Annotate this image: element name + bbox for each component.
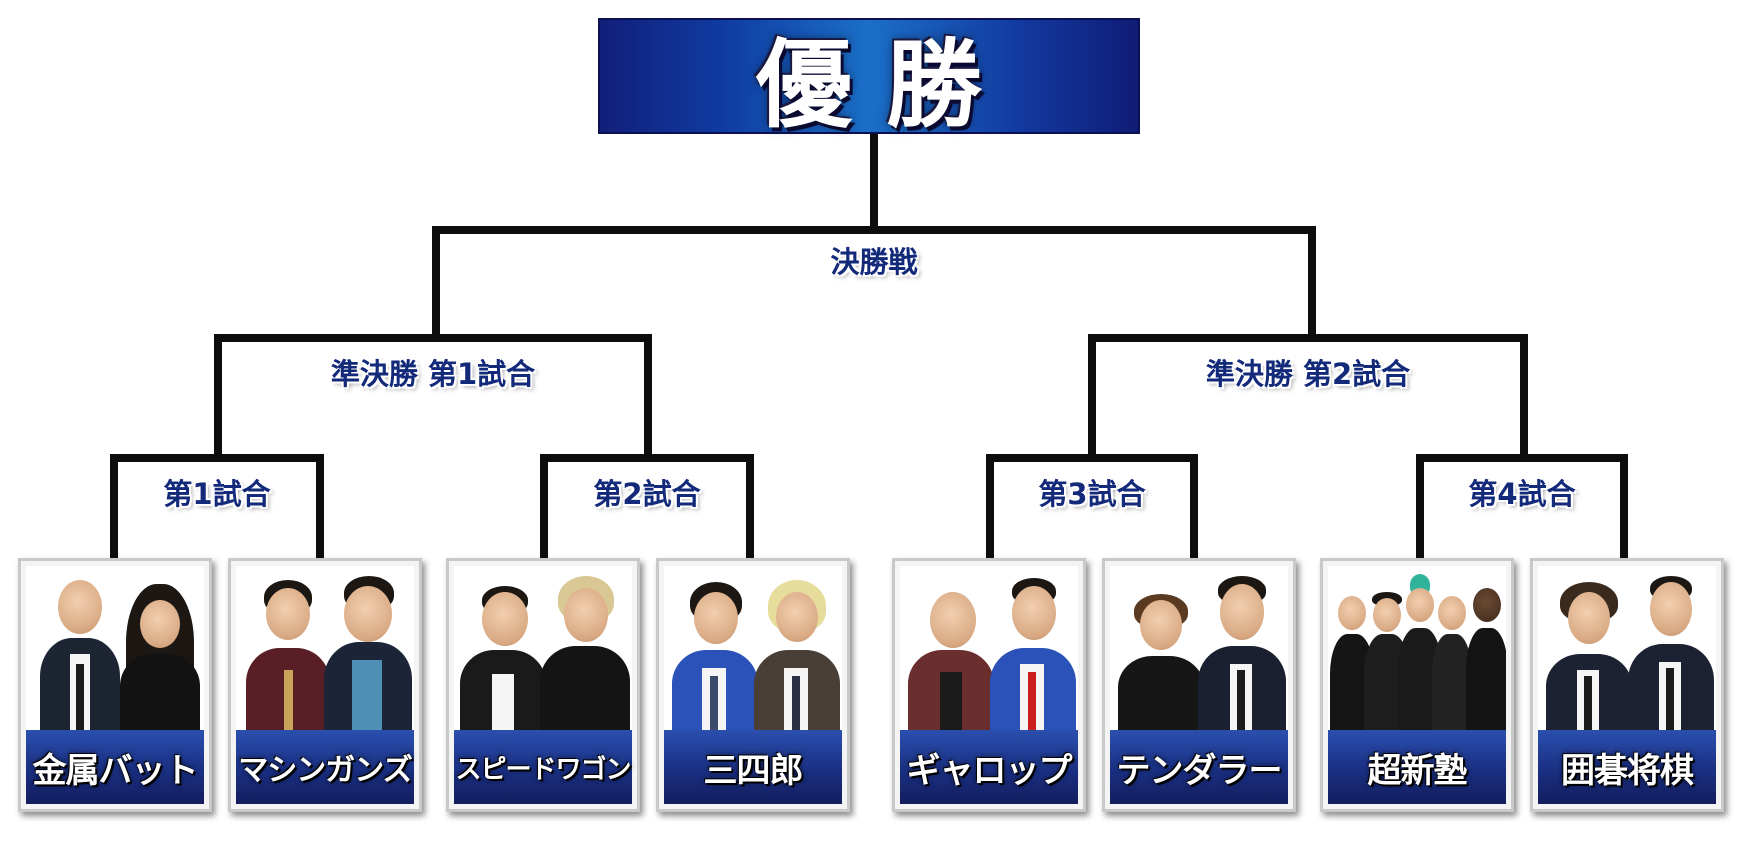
team-card-kinzoku-bat[interactable]: 金属バット: [18, 558, 212, 812]
semi2-label: 準決勝 第2試合: [1195, 354, 1421, 394]
team-photo: [1328, 566, 1506, 734]
team-name: スピードワゴン: [454, 730, 632, 804]
team-card-choshinjuku[interactable]: 超新塾: [1320, 558, 1514, 812]
member-photo: [118, 566, 202, 734]
team-card-igoshogi[interactable]: 囲碁将棋: [1530, 558, 1724, 812]
member-photo: [1466, 566, 1506, 734]
team-photo: [26, 566, 204, 734]
member-photo: [1546, 566, 1632, 734]
team-card-speedwagon[interactable]: スピードワゴン: [446, 558, 640, 812]
team-photo: [1538, 566, 1716, 734]
team-card-machineguns[interactable]: マシンガンズ: [228, 558, 422, 812]
team-name: ギャロップ: [900, 730, 1078, 804]
member-photo: [990, 566, 1076, 734]
team-name: 三四郎: [664, 730, 842, 804]
match3-label: 第3試合: [1028, 474, 1156, 514]
team-card-sanshiro[interactable]: 三四郎: [656, 558, 850, 812]
team-photo: [236, 566, 414, 734]
member-photo: [1198, 566, 1286, 734]
member-photo: [754, 566, 840, 734]
team-name: テンダラー: [1110, 730, 1288, 804]
team-name: マシンガンズ: [236, 730, 414, 804]
team-name: 囲碁将棋: [1538, 730, 1716, 804]
team-name: 金属バット: [26, 730, 204, 804]
champion-title: 優勝: [756, 28, 1016, 141]
team-photo: [454, 566, 632, 734]
member-photo: [1432, 566, 1472, 734]
member-photo: [672, 566, 758, 734]
member-photo: [908, 566, 994, 734]
champion-banner: 優勝: [598, 18, 1140, 141]
member-photo: [460, 566, 546, 734]
team-photo: [1110, 566, 1288, 734]
team-photo: [664, 566, 842, 734]
match1-label: 第1試合: [153, 474, 281, 514]
team-photo: [900, 566, 1078, 734]
member-photo: [40, 566, 120, 734]
member-photo: [540, 566, 630, 734]
team-card-tenderer[interactable]: テンダラー: [1102, 558, 1296, 812]
member-photo: [246, 566, 330, 734]
match2-label: 第2試合: [583, 474, 711, 514]
match4-label: 第4試合: [1458, 474, 1586, 514]
semi1-label: 準決勝 第1試合: [320, 354, 546, 394]
team-card-gallop[interactable]: ギャロップ: [892, 558, 1086, 812]
team-name: 超新塾: [1328, 730, 1506, 804]
final-label: 決勝戦: [820, 242, 928, 282]
member-photo: [1118, 566, 1204, 734]
member-photo: [1628, 566, 1714, 734]
member-photo: [324, 566, 412, 734]
